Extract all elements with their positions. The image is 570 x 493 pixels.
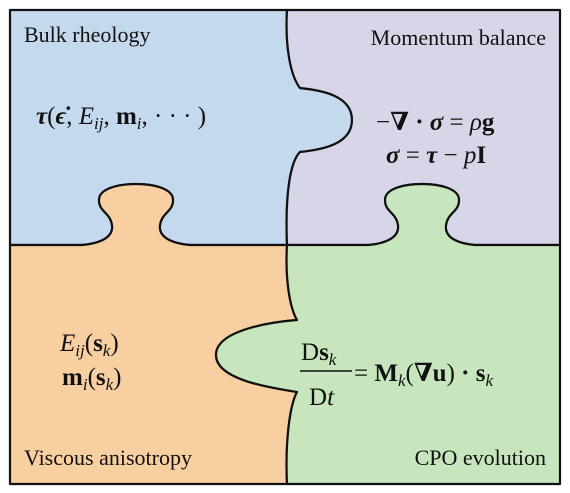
- equation-stress: σ = τ − pI: [386, 142, 486, 169]
- fraction-numerator: Dsk: [301, 339, 337, 369]
- equation-enhancement-factors: Eij(sk): [59, 330, 119, 360]
- title-bulk-rheology: Bulk rheology: [24, 22, 151, 47]
- title-momentum-balance: Momentum balance: [371, 25, 546, 50]
- equation-bulk-rheology: τ(ϵ̇, Eij, mi, · · · ): [36, 103, 206, 133]
- title-viscous-anisotropy: Viscous anisotropy: [24, 445, 192, 470]
- equation-cpo-evolution: = Mk(∇u) · sk: [354, 360, 493, 390]
- piece-cpo-evolution: [214, 182, 562, 486]
- fraction-denominator: Dt: [309, 384, 335, 411]
- equation-symmetry-axes: mi(sk): [62, 364, 122, 394]
- equation-momentum-balance: −∇ · σ = ρg: [376, 109, 495, 136]
- title-cpo-evolution: CPO evolution: [415, 445, 546, 470]
